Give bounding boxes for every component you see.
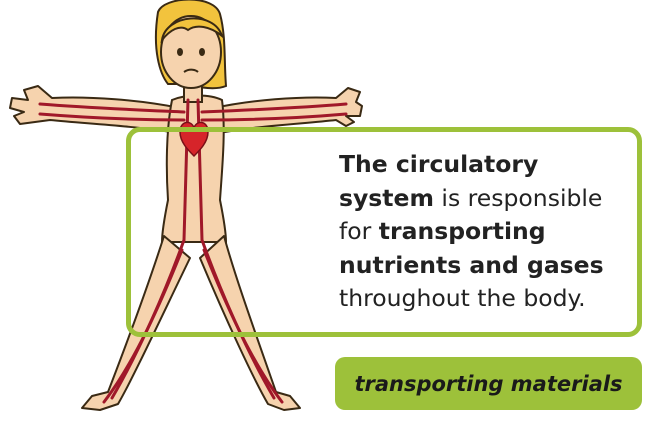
info-text: The circulatory system is responsible fo…	[339, 148, 639, 316]
right-eye	[199, 48, 205, 56]
label-badge-text: transporting materials	[354, 372, 622, 396]
left-eye	[177, 48, 183, 56]
info-emphasis: transporting nutrients and gases	[339, 217, 604, 279]
label-badge: transporting materials	[335, 357, 642, 410]
info-text-4: throughout the body.	[339, 284, 586, 312]
